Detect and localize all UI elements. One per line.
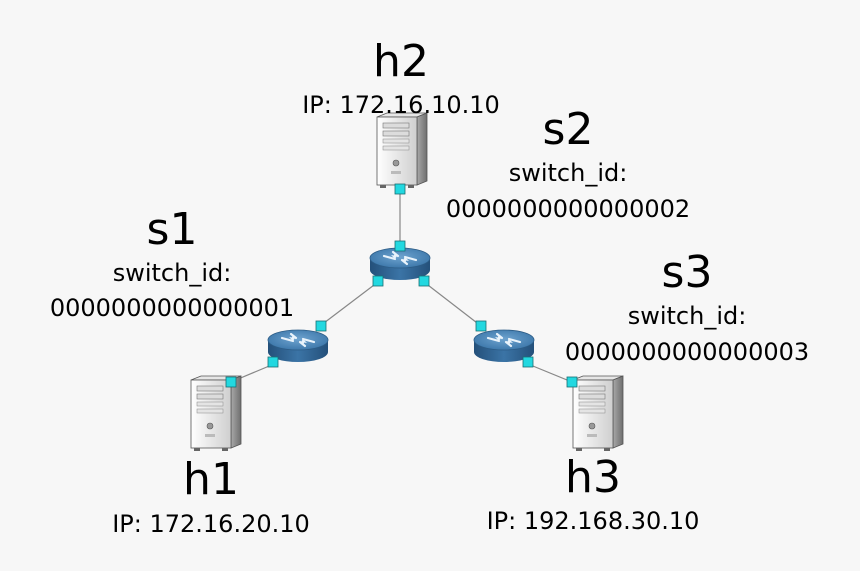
- port-square-icon: [372, 275, 384, 287]
- port-square-icon: [267, 356, 279, 368]
- server-tower-icon[interactable]: [572, 375, 624, 452]
- host-h1-ip: IP: 172.16.20.10: [112, 510, 310, 538]
- link-s2-s1: [319, 281, 379, 327]
- switch-s1-id-value: 0000000000000001: [49, 294, 295, 322]
- link-s3-h3: [527, 363, 573, 383]
- port-square-icon: [522, 356, 534, 368]
- host-h1-name: h1: [183, 454, 239, 505]
- switch-s1-name: s1: [146, 204, 198, 255]
- port-square-icon: [418, 275, 430, 287]
- switch-s3-name: s3: [661, 247, 713, 298]
- port-square-icon: [394, 240, 406, 252]
- switch-s2-name: s2: [542, 104, 594, 155]
- server-tower-icon[interactable]: [376, 112, 428, 189]
- port-square-icon: [394, 183, 406, 195]
- port-square-icon: [225, 376, 237, 388]
- switch-s1-id-label: switch_id:: [112, 259, 232, 287]
- switch-s2-id-label: switch_id:: [508, 159, 628, 187]
- host-h2-name: h2: [373, 36, 429, 87]
- ports: [225, 183, 578, 388]
- switch-s3-id-label: switch_id:: [627, 302, 747, 330]
- host-h3-name: h3: [565, 452, 621, 503]
- switch-s2-id-value: 0000000000000002: [445, 195, 691, 223]
- port-square-icon: [566, 376, 578, 388]
- host-h2-ip: IP: 172.16.10.10: [302, 91, 500, 119]
- port-square-icon: [315, 320, 327, 332]
- port-square-icon: [475, 320, 487, 332]
- host-h3-ip: IP: 192.168.30.10: [486, 507, 700, 535]
- link-s2-s3: [423, 281, 482, 327]
- switch-s3-id-value: 0000000000000003: [564, 338, 810, 366]
- router-icon[interactable]: [368, 246, 432, 282]
